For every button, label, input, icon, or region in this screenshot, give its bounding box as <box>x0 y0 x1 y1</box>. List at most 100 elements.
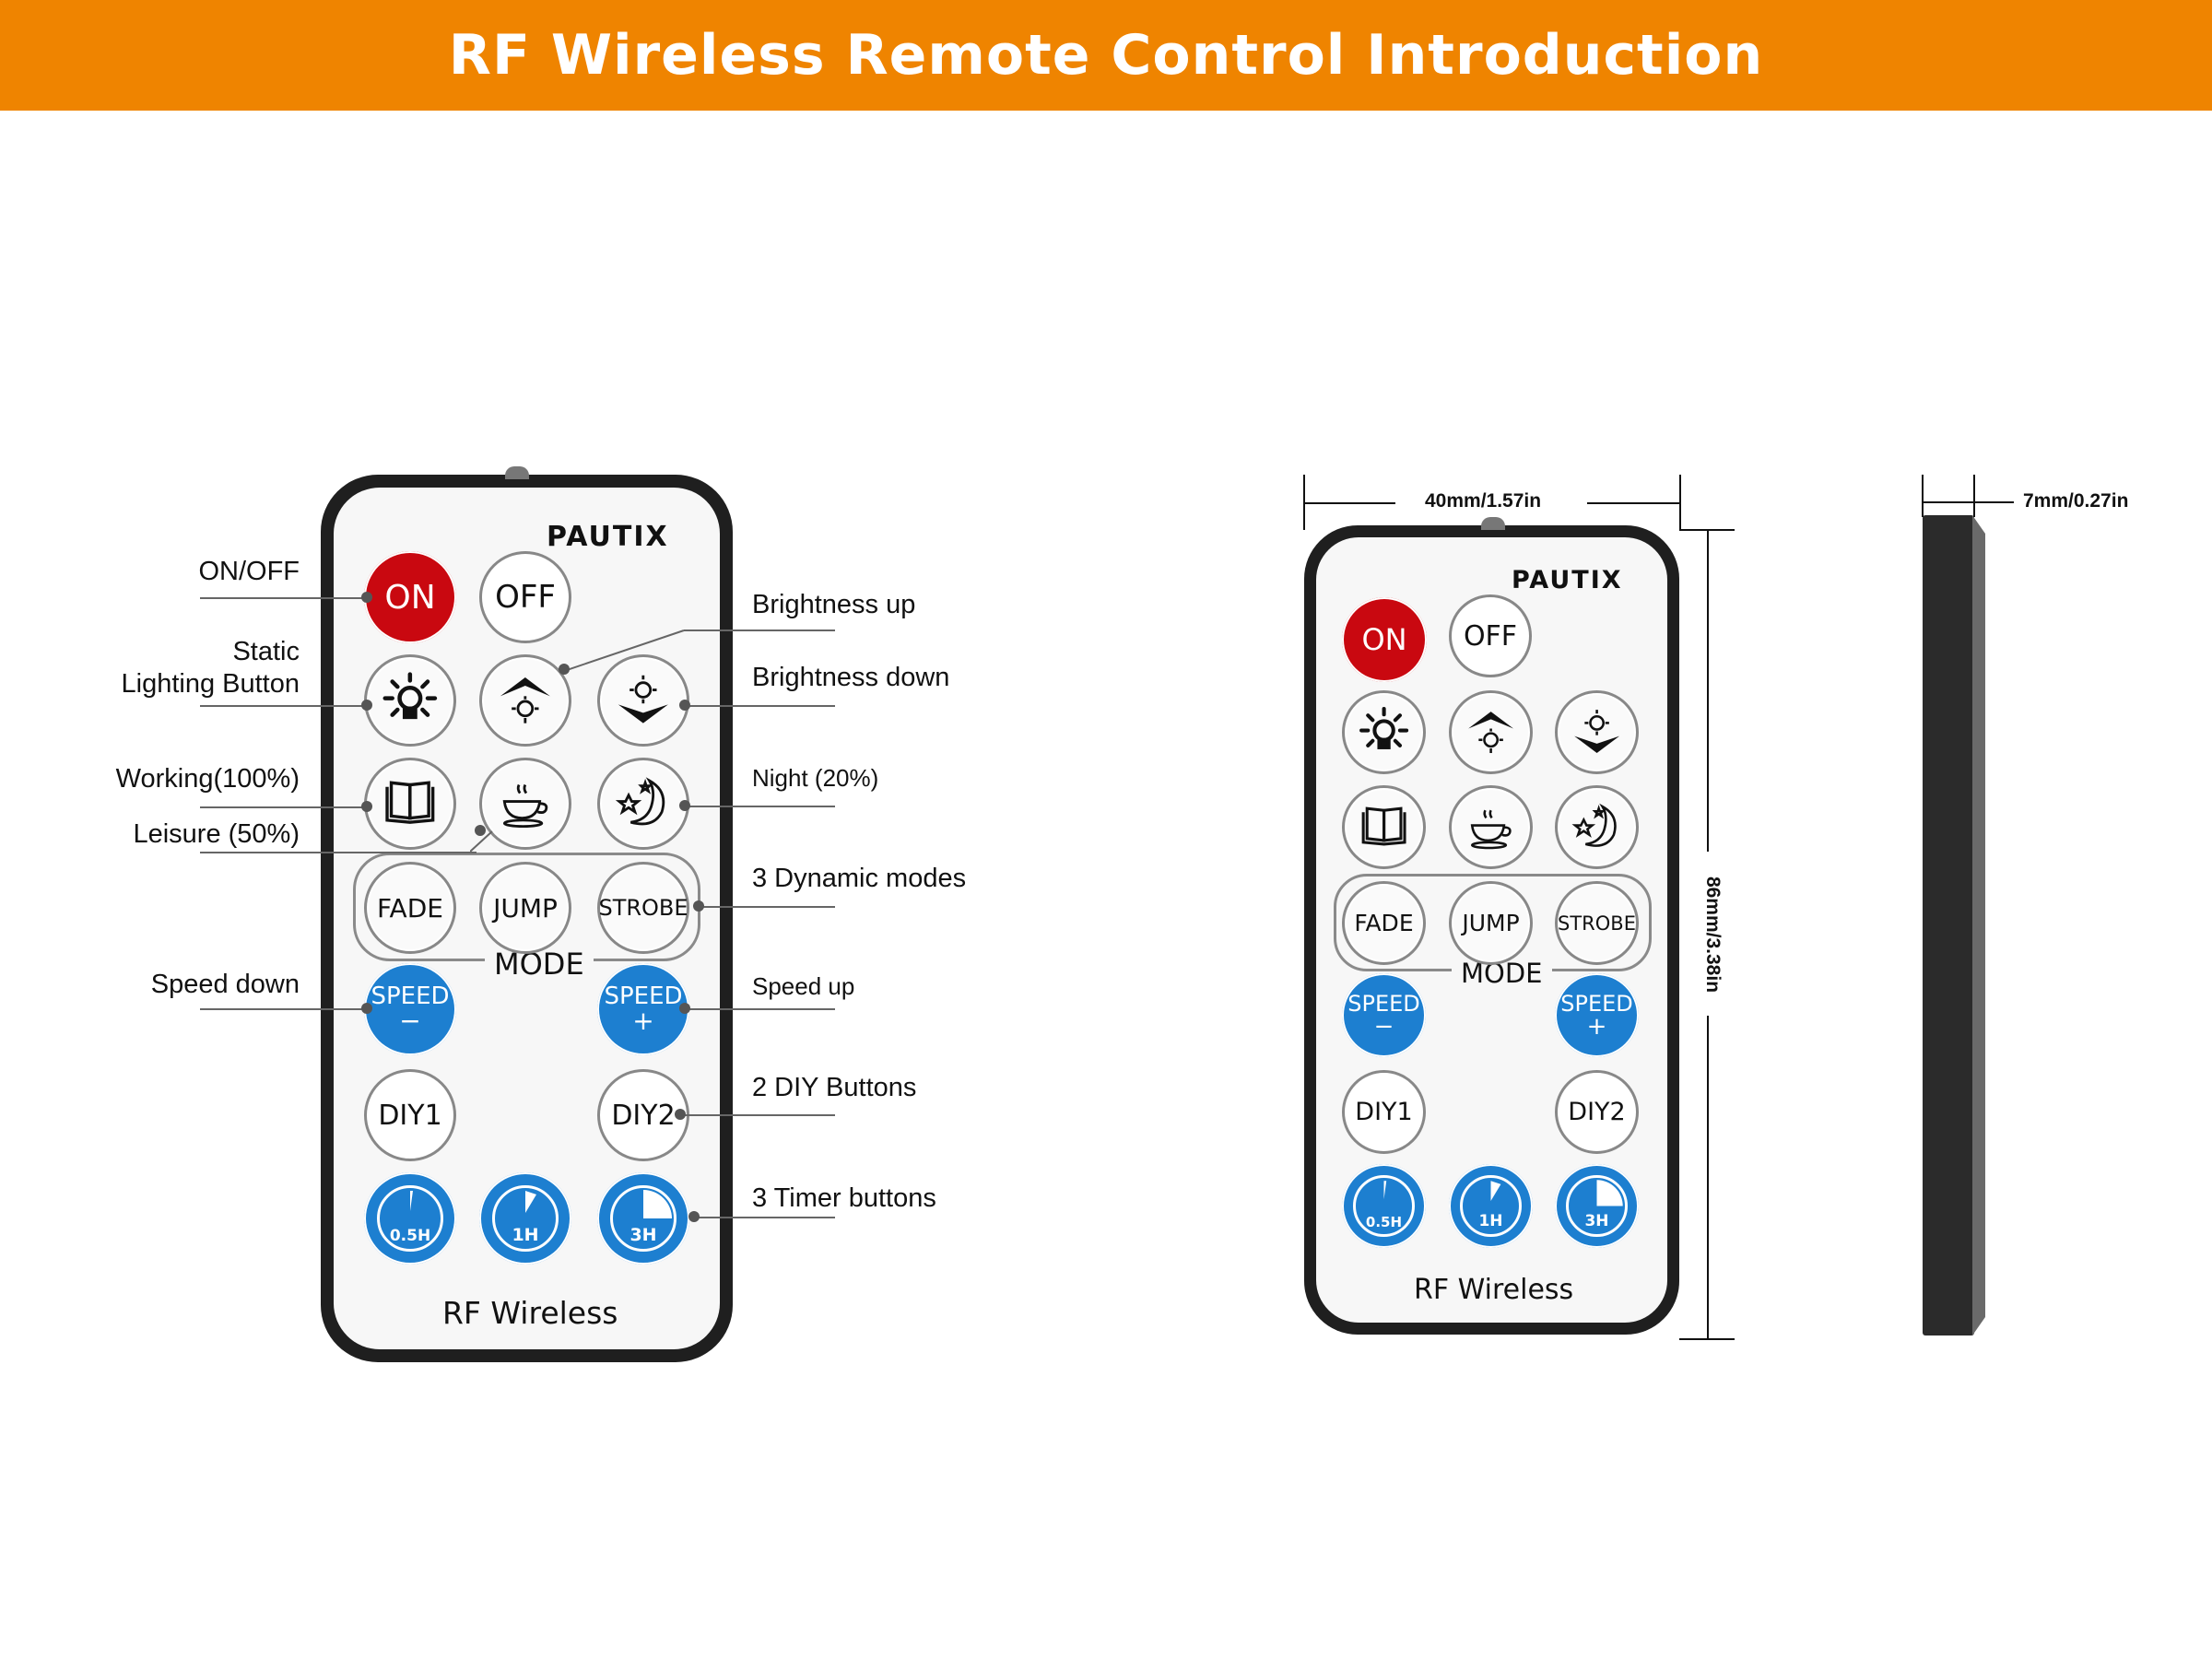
strobe-button[interactable]: STROBE <box>1555 881 1639 965</box>
brightness-up-button[interactable] <box>1449 690 1533 774</box>
brightness-up-button[interactable] <box>479 654 571 747</box>
leisure-mode-button[interactable] <box>479 758 571 850</box>
callout-line <box>684 629 835 631</box>
remote-annotated: PAUTIX ON OFF MODE FADE JUMP STROBE SPEE… <box>321 466 733 1362</box>
jump-label: JUMP <box>1462 910 1520 936</box>
remote-dimensioned: PAUTIX ON OFF MODE FADE JUMP STROBE SPEE… <box>1304 517 1679 1335</box>
on-button-label: ON <box>384 578 436 617</box>
on-button[interactable]: ON <box>1342 597 1427 682</box>
night-mode-button[interactable] <box>597 758 689 850</box>
speed-down-button[interactable]: SPEED− <box>1342 973 1426 1057</box>
timer-05h-button[interactable]: 0.5H <box>364 1172 456 1265</box>
callout-static-1: Static <box>232 637 300 666</box>
timer-3h-button[interactable]: 3H <box>1555 1164 1639 1248</box>
diy2-label: DIY2 <box>611 1099 676 1132</box>
timer-dial-icon <box>377 1185 443 1252</box>
diy2-button[interactable]: DIY2 <box>597 1069 689 1161</box>
brightness-down-button[interactable] <box>1555 690 1639 774</box>
timer-1h-icon <box>525 1191 536 1213</box>
timer-dial-icon <box>1460 1175 1522 1237</box>
dimension-line <box>1707 1016 1709 1338</box>
callout-timer: 3 Timer buttons <box>752 1183 936 1213</box>
brightness-down-icon <box>618 675 669 724</box>
brightness-up-icon <box>500 677 551 724</box>
minus-icon: − <box>1373 1012 1394 1041</box>
jump-button[interactable]: JUMP <box>1449 881 1533 965</box>
working-mode-button[interactable] <box>364 758 456 850</box>
timer-3h-button[interactable]: 3H <box>597 1172 689 1265</box>
bulb-icon <box>382 672 438 720</box>
working-mode-button[interactable] <box>1342 785 1426 869</box>
speed-down-label: SPEED <box>371 982 450 1010</box>
off-button[interactable]: OFF <box>479 551 571 643</box>
strobe-button[interactable]: STROBE <box>597 862 689 954</box>
night-mode-button[interactable] <box>1555 785 1639 869</box>
callout-line <box>200 597 366 599</box>
callout-line <box>200 806 366 808</box>
timer-05h-icon <box>1383 1181 1387 1200</box>
static-lighting-button[interactable] <box>364 654 456 747</box>
coffee-cup-icon <box>502 784 548 829</box>
fade-button[interactable]: FADE <box>1342 881 1426 965</box>
speed-down-button[interactable]: SPEED− <box>364 963 456 1055</box>
timer-dial-icon <box>1566 1175 1628 1237</box>
callout-dot <box>361 592 372 603</box>
callout-night: Night (20%) <box>752 764 879 792</box>
timer-dial-icon <box>1353 1175 1415 1237</box>
callout-line <box>693 1217 835 1218</box>
timer-05h-label: 0.5H <box>1365 1214 1403 1230</box>
diy1-button[interactable]: DIY1 <box>364 1069 456 1161</box>
bulb-icon <box>1359 706 1409 749</box>
jump-button[interactable]: JUMP <box>479 862 571 954</box>
speed-up-button[interactable]: SPEED+ <box>597 963 689 1055</box>
timer-dial-icon <box>492 1185 559 1252</box>
moon-stars-icon <box>616 777 665 826</box>
plus-icon: + <box>1586 1012 1607 1041</box>
speed-up-button[interactable]: SPEED+ <box>1555 973 1639 1057</box>
callout-dot <box>361 700 372 711</box>
callout-line <box>684 806 835 807</box>
callout-dot <box>688 1211 700 1222</box>
timer-1h-icon <box>1490 1181 1501 1202</box>
dimension-tick <box>1922 475 1924 517</box>
callout-dot <box>361 801 372 812</box>
jump-label: JUMP <box>493 892 558 924</box>
height-dimension-label: 86mm/3.38in <box>1702 876 1724 994</box>
remote-nub <box>505 466 529 479</box>
timer-3h-icon <box>1596 1180 1623 1206</box>
timer-1h-label: 1H <box>512 1225 539 1245</box>
timer-3h-label: 3H <box>1584 1212 1609 1230</box>
callout-diy: 2 DIY Buttons <box>752 1073 917 1102</box>
callout-dot <box>475 825 486 836</box>
diy2-button[interactable]: DIY2 <box>1555 1070 1639 1154</box>
strobe-label: STROBE <box>1558 912 1636 935</box>
timer-05h-button[interactable]: 0.5H <box>1342 1164 1426 1248</box>
callout-speed-down: Speed down <box>150 970 300 999</box>
static-lighting-button[interactable] <box>1342 690 1426 774</box>
callout-speed-up: Speed up <box>752 972 855 1000</box>
off-button[interactable]: OFF <box>1449 594 1532 677</box>
timer-1h-button[interactable]: 1H <box>1449 1164 1533 1248</box>
callout-line <box>684 1008 835 1010</box>
timer-1h-button[interactable]: 1H <box>479 1172 571 1265</box>
timer-3h-icon <box>643 1190 672 1218</box>
diy1-button[interactable]: DIY1 <box>1342 1070 1426 1154</box>
speed-up-label: SPEED <box>604 982 683 1010</box>
callout-dot <box>679 700 690 711</box>
callout-line <box>200 705 366 707</box>
on-button[interactable]: ON <box>364 551 456 643</box>
callout-working: Working(100%) <box>115 764 300 794</box>
diy1-label: DIY1 <box>378 1099 442 1132</box>
callout-line-diagonal <box>470 830 493 853</box>
timer-1h-label: 1H <box>1478 1212 1503 1230</box>
callout-line-diagonal <box>564 629 748 672</box>
timer-05h-label: 0.5H <box>389 1227 431 1245</box>
mode-label: MODE <box>485 947 594 982</box>
width-dimension-label: 40mm/1.57in <box>1425 490 1542 512</box>
speed-down-label: SPEED <box>1347 990 1420 1017</box>
fade-button[interactable]: FADE <box>364 862 456 954</box>
minus-icon: − <box>399 1006 421 1036</box>
callout-line <box>200 1008 366 1010</box>
leisure-mode-button[interactable] <box>1449 785 1533 869</box>
brand-logo: PAUTIX <box>1512 566 1623 594</box>
